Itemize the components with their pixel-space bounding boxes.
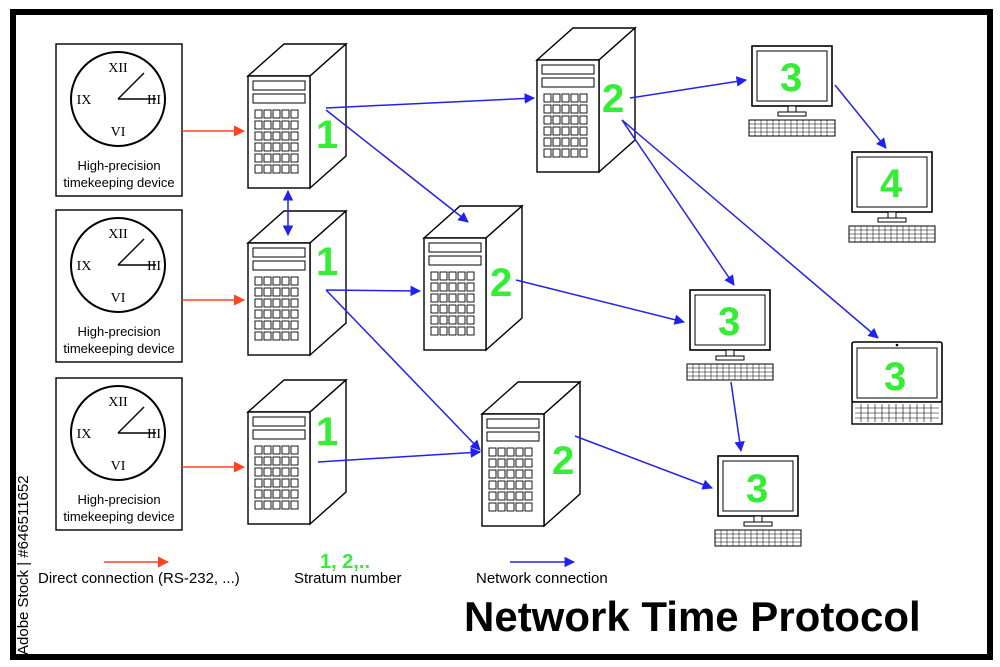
direct-connections [182,125,246,473]
stratum-number: 2 [490,261,512,305]
network-connection-arrow [621,119,879,339]
stratum-number: 3 [746,467,768,511]
clock-caption-line1: High-precision [77,492,160,507]
clock-panel: XII III VI IX High-precision timekeeping… [55,43,183,197]
network-connection-arrow [325,285,422,297]
network-connection-arrow [317,447,482,463]
clock-numeral-iii: III [147,93,161,108]
stratum-number: 1 [316,240,338,284]
network-connection-arrow [730,381,745,453]
stratum-number: 1 [316,410,338,454]
stratum-number: 3 [780,56,802,100]
clock-numeral-xii: XII [108,227,128,242]
clock-numeral-iii: III [147,259,161,274]
network-connection-arrow [834,84,887,149]
clock-caption-line1: High-precision [77,158,160,173]
watermark: Adobe Stock | #646511652 [15,475,32,655]
network-connection-arrow [629,76,748,99]
clock-numeral-iii: III [147,427,161,442]
clock-numeral-vi: VI [111,125,126,140]
diagram-title: Network Time Protocol [464,593,921,640]
network-connection-arrow [574,435,713,490]
stratum-number: 2 [602,77,624,121]
network-connection-arrow [621,119,735,286]
clock-numeral-ix: IX [77,427,92,442]
network-connection-arrow [325,93,536,109]
stratum-number: 1 [316,113,338,157]
legend: Direct connection (RS-232, ...) 1, 2,.. … [38,551,608,587]
clock-numeral-vi: VI [111,459,126,474]
stratum-number: 2 [552,439,574,483]
network-connection-arrow [325,289,481,451]
legend-direct-label: Direct connection (RS-232, ...) [38,570,240,587]
clock-caption-line2: timekeeping device [63,341,174,356]
network-connection-arrow [515,279,686,325]
network-connections [282,76,887,490]
clock-numeral-xii: XII [108,395,128,410]
clock-caption-line2: timekeeping device [63,509,174,524]
clock-panel: XII III VI IX High-precision timekeeping… [55,209,183,363]
stratum-number: 3 [718,300,740,344]
stratum-number: 4 [880,162,903,206]
stratum-number: 3 [884,355,906,399]
legend-network-label: Network connection [476,570,608,587]
legend-stratum-label: Stratum number [294,570,402,587]
clock-caption-line1: High-precision [77,324,160,339]
network-connection-arrow [325,109,469,223]
clock-panel: XII III VI IX High-precision timekeeping… [55,377,183,531]
clock-numeral-xii: XII [108,61,128,76]
clock-numeral-vi: VI [111,291,126,306]
clock-caption-line2: timekeeping device [63,175,174,190]
clock-numeral-ix: IX [77,259,92,274]
legend-stratum-sample: 1, 2,.. [320,551,370,573]
clock-numeral-ix: IX [77,93,92,108]
